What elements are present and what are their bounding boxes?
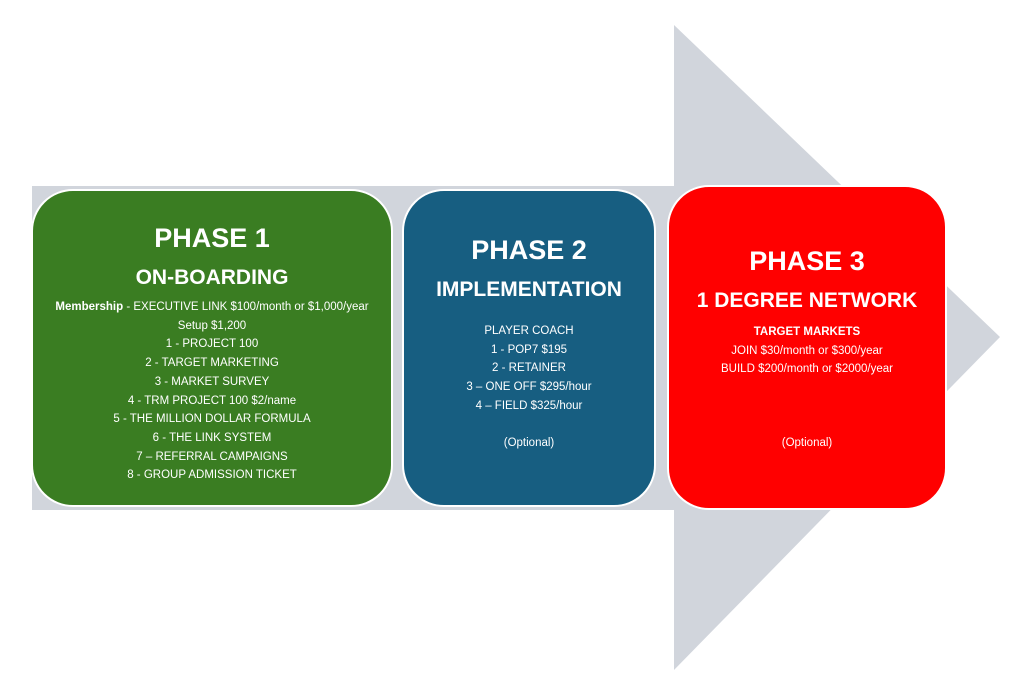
phase-2-item: PLAYER COACH <box>484 325 574 337</box>
phase-3-note: (Optional) <box>781 437 833 450</box>
phase-1-item: 3 - MARKET SURVEY <box>154 375 270 388</box>
phase-2-card: PHASE 2 IMPLEMENTATION PLAYER COACH 1 - … <box>402 189 656 507</box>
phase-1-item: Setup $1,200 <box>177 319 247 332</box>
phase-1-subtitle: ON-BOARDING <box>135 266 289 289</box>
phase-3-subtitle: 1 DEGREE NETWORK <box>696 289 918 312</box>
phase-2-item: 2 - RETAINER <box>492 362 566 375</box>
phase-2-item: 1 - POP7 $195 <box>490 343 568 356</box>
phase-1-item: 4 - TRM PROJECT 100 $2/name <box>127 394 297 407</box>
membership-text: - EXECUTIVE LINK $100/month or $1,000/ye… <box>123 301 369 313</box>
membership-line: Membership - EXECUTIVE LINK $100/month o… <box>33 298 391 317</box>
phase-3-card: PHASE 3 1 DEGREE NETWORK TARGET MARKETS … <box>667 185 947 510</box>
phase-3-item: JOIN $30/month or $300/year <box>731 344 883 357</box>
phase-1-item: 1 - PROJECT 100 <box>165 338 259 351</box>
phase-2-note: (Optional) <box>503 436 555 449</box>
phase-1-item: 2 - TARGET MARKETING <box>145 357 279 370</box>
phase-1-title: PHASE 1 <box>154 223 270 253</box>
phase-3-title: PHASE 3 <box>749 246 865 276</box>
phase-2-title: PHASE 2 <box>471 235 587 265</box>
phase-3-heading: TARGET MARKETS <box>753 326 861 338</box>
phase-2-subtitle: IMPLEMENTATION <box>436 278 622 301</box>
phase-1-item: 5 - THE MILLION DOLLAR FORMULA <box>113 413 311 426</box>
phase-2-item: 3 – ONE OFF $295/hour <box>466 381 592 394</box>
phase-1-item: 6 - THE LINK SYSTEM <box>152 431 272 444</box>
membership-label: Membership <box>55 301 124 313</box>
phase-1-card: PHASE 1 ON-BOARDING Membership - EXECUTI… <box>31 189 393 507</box>
phase-1-item: 8 - GROUP ADMISSION TICKET <box>127 469 297 482</box>
phase-3-item: BUILD $200/month or $2000/year <box>721 363 893 376</box>
phase-2-item: 4 – FIELD $325/hour <box>475 399 583 412</box>
phase-1-item: 7 – REFERRAL CAMPAIGNS <box>136 450 288 463</box>
